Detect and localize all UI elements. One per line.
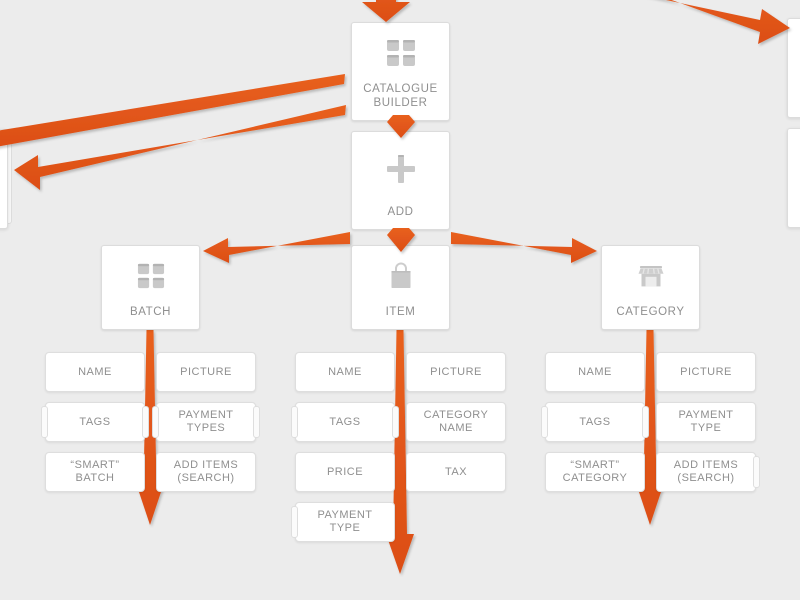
attribute-chip-label: ADD ITEMS (SEARCH) — [673, 459, 739, 484]
arrow-add-to-batch — [203, 232, 350, 263]
attribute-chip-label: NAME — [578, 365, 612, 378]
attribute-chip-label: NAME — [78, 365, 112, 378]
arrow-into-catalogue-builder-top — [362, 0, 410, 22]
attribute-chip[interactable]: TAX — [406, 452, 506, 492]
arrow-to-right-offscreen-card — [665, 0, 790, 44]
attribute-chip-label: PICTURE — [430, 365, 482, 378]
attribute-chip[interactable]: NAME — [45, 352, 145, 392]
attribute-chip[interactable]: PICTURE — [656, 352, 756, 392]
node-add[interactable]: ADD — [351, 131, 450, 230]
attribute-chip-label: PRICE — [326, 465, 364, 478]
attribute-chip[interactable]: PICTURE — [156, 352, 256, 392]
attribute-chip-label: TAGS — [329, 415, 361, 428]
shopping-bag-icon — [352, 246, 449, 305]
attribute-chip-label: PICTURE — [180, 365, 232, 378]
attribute-chip[interactable]: TAGS — [41, 402, 149, 442]
attribute-chip-label: PICTURE — [680, 365, 732, 378]
attribute-chip-label: “SMART” CATEGORY — [562, 459, 628, 484]
node-item-label: ITEM — [385, 306, 416, 318]
attribute-chip[interactable]: NAME — [295, 352, 395, 392]
attribute-chip[interactable]: NAME — [545, 352, 645, 392]
storefront-icon — [602, 246, 699, 305]
arrow-add-to-category — [451, 232, 597, 263]
attribute-chip[interactable]: PAYMENT TYPE — [291, 502, 395, 542]
attribute-chip[interactable]: CATEGORY NAME — [406, 402, 506, 442]
attribute-chip-label: NAME — [328, 365, 362, 378]
offscreen-card-right-upper — [787, 18, 800, 118]
attribute-chip[interactable]: PICTURE — [406, 352, 506, 392]
grid-icon — [102, 246, 199, 305]
attribute-chip[interactable]: ADD ITEMS (SEARCH) — [656, 452, 760, 492]
attribute-chip[interactable]: TAGS — [291, 402, 399, 442]
attribute-chip-label: TAGS — [79, 415, 111, 428]
attribute-chip-label: PAYMENT TYPE — [678, 409, 734, 434]
attribute-chip-label: PAYMENT TYPE — [317, 509, 373, 534]
attribute-chip[interactable]: PAYMENT TYPE — [656, 402, 756, 442]
attribute-chip[interactable]: PAYMENT TYPES — [152, 402, 260, 442]
node-category[interactable]: CATEGORY — [601, 245, 700, 330]
attribute-chip-label: “SMART” BATCH — [70, 459, 120, 484]
attribute-chip[interactable]: “SMART” BATCH — [45, 452, 145, 492]
attribute-chip[interactable]: “SMART” CATEGORY — [545, 452, 645, 492]
node-catalogue-builder-label: CATALOGUE BUILDER — [363, 83, 438, 109]
offscreen-card-right-lower — [787, 128, 800, 228]
node-category-label: CATEGORY — [616, 306, 685, 318]
offscreen-card-left — [0, 129, 8, 229]
attribute-chip-label: ADD ITEMS (SEARCH) — [173, 459, 239, 484]
node-batch[interactable]: BATCH — [101, 245, 200, 330]
attribute-chip[interactable]: ADD ITEMS (SEARCH) — [156, 452, 256, 492]
arrow-to-left-offscreen-card — [0, 74, 345, 147]
grid-icon — [352, 23, 449, 82]
node-add-label: ADD — [387, 206, 414, 218]
node-catalogue-builder[interactable]: CATALOGUE BUILDER — [351, 22, 450, 121]
attribute-chip-label: CATEGORY NAME — [423, 409, 489, 434]
attribute-chip[interactable]: TAGS — [541, 402, 649, 442]
attribute-chip-label: TAX — [444, 465, 468, 478]
attribute-chip-label: TAGS — [579, 415, 611, 428]
attribute-chip-label: PAYMENT TYPES — [178, 409, 234, 434]
plus-icon — [352, 132, 449, 205]
arrow-from-left-offscreen — [14, 105, 346, 190]
node-batch-label: BATCH — [129, 306, 172, 318]
attribute-chip[interactable]: PRICE — [295, 452, 395, 492]
node-item[interactable]: ITEM — [351, 245, 450, 330]
